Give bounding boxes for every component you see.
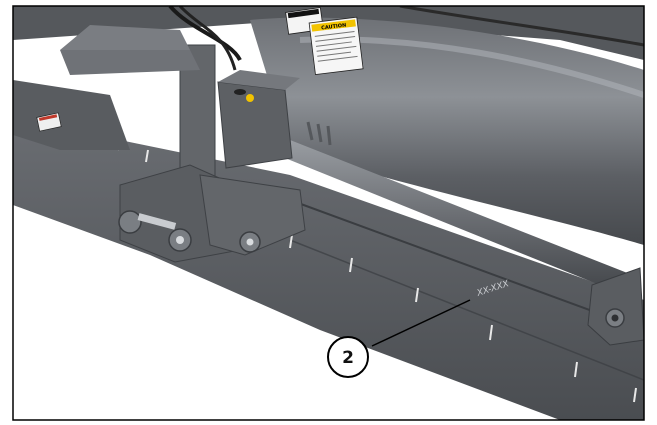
hydraulic-hose — [399, 6, 644, 47]
callout-2: 2 — [327, 336, 369, 378]
hydraulic-hose — [178, 6, 237, 71]
machine-render: CAUTION XX-XXX — [13, 6, 644, 420]
shaft-bracket — [587, 267, 644, 346]
gearbox — [217, 81, 293, 169]
callout-leader-line — [371, 299, 471, 347]
decal-heading: CAUTION — [321, 23, 347, 32]
left-arm — [13, 80, 130, 150]
lower-link-right — [199, 174, 306, 256]
gearbox-port — [234, 89, 246, 95]
rotor-drum — [250, 17, 644, 245]
callout-label: 2 — [342, 348, 354, 368]
callout-circle — [327, 336, 369, 378]
apron-posts — [306, 121, 332, 146]
hydraulic-hose — [168, 6, 242, 62]
grease-fitting — [246, 94, 254, 102]
hitch-plate — [60, 50, 200, 75]
drive-shaft — [280, 138, 640, 298]
caution-decal: CAUTION — [308, 16, 364, 76]
figure-frame — [12, 5, 645, 421]
pivot-pin — [118, 210, 142, 234]
pin-rod — [137, 213, 177, 230]
